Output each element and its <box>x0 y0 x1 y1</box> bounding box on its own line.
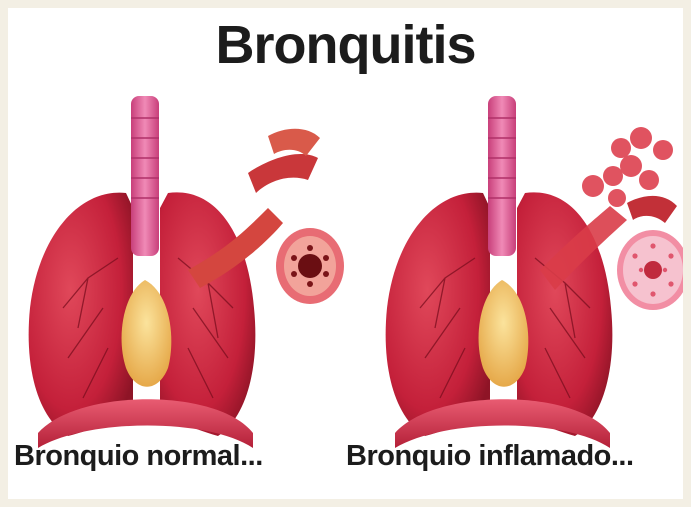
page-title: Bronquitis <box>8 14 683 76</box>
lungs-icon <box>386 96 613 448</box>
caption-normal: Bronquio normal... <box>14 440 263 473</box>
figure-frame: Bronquitis Bronquio normal... Bronquio i… <box>8 8 683 499</box>
caption-inflamed: Bronquio inflamado... <box>346 440 634 473</box>
bronchitis-illustration <box>8 8 683 499</box>
lungs-normal <box>29 96 344 448</box>
lungs-inflamed <box>386 96 683 448</box>
